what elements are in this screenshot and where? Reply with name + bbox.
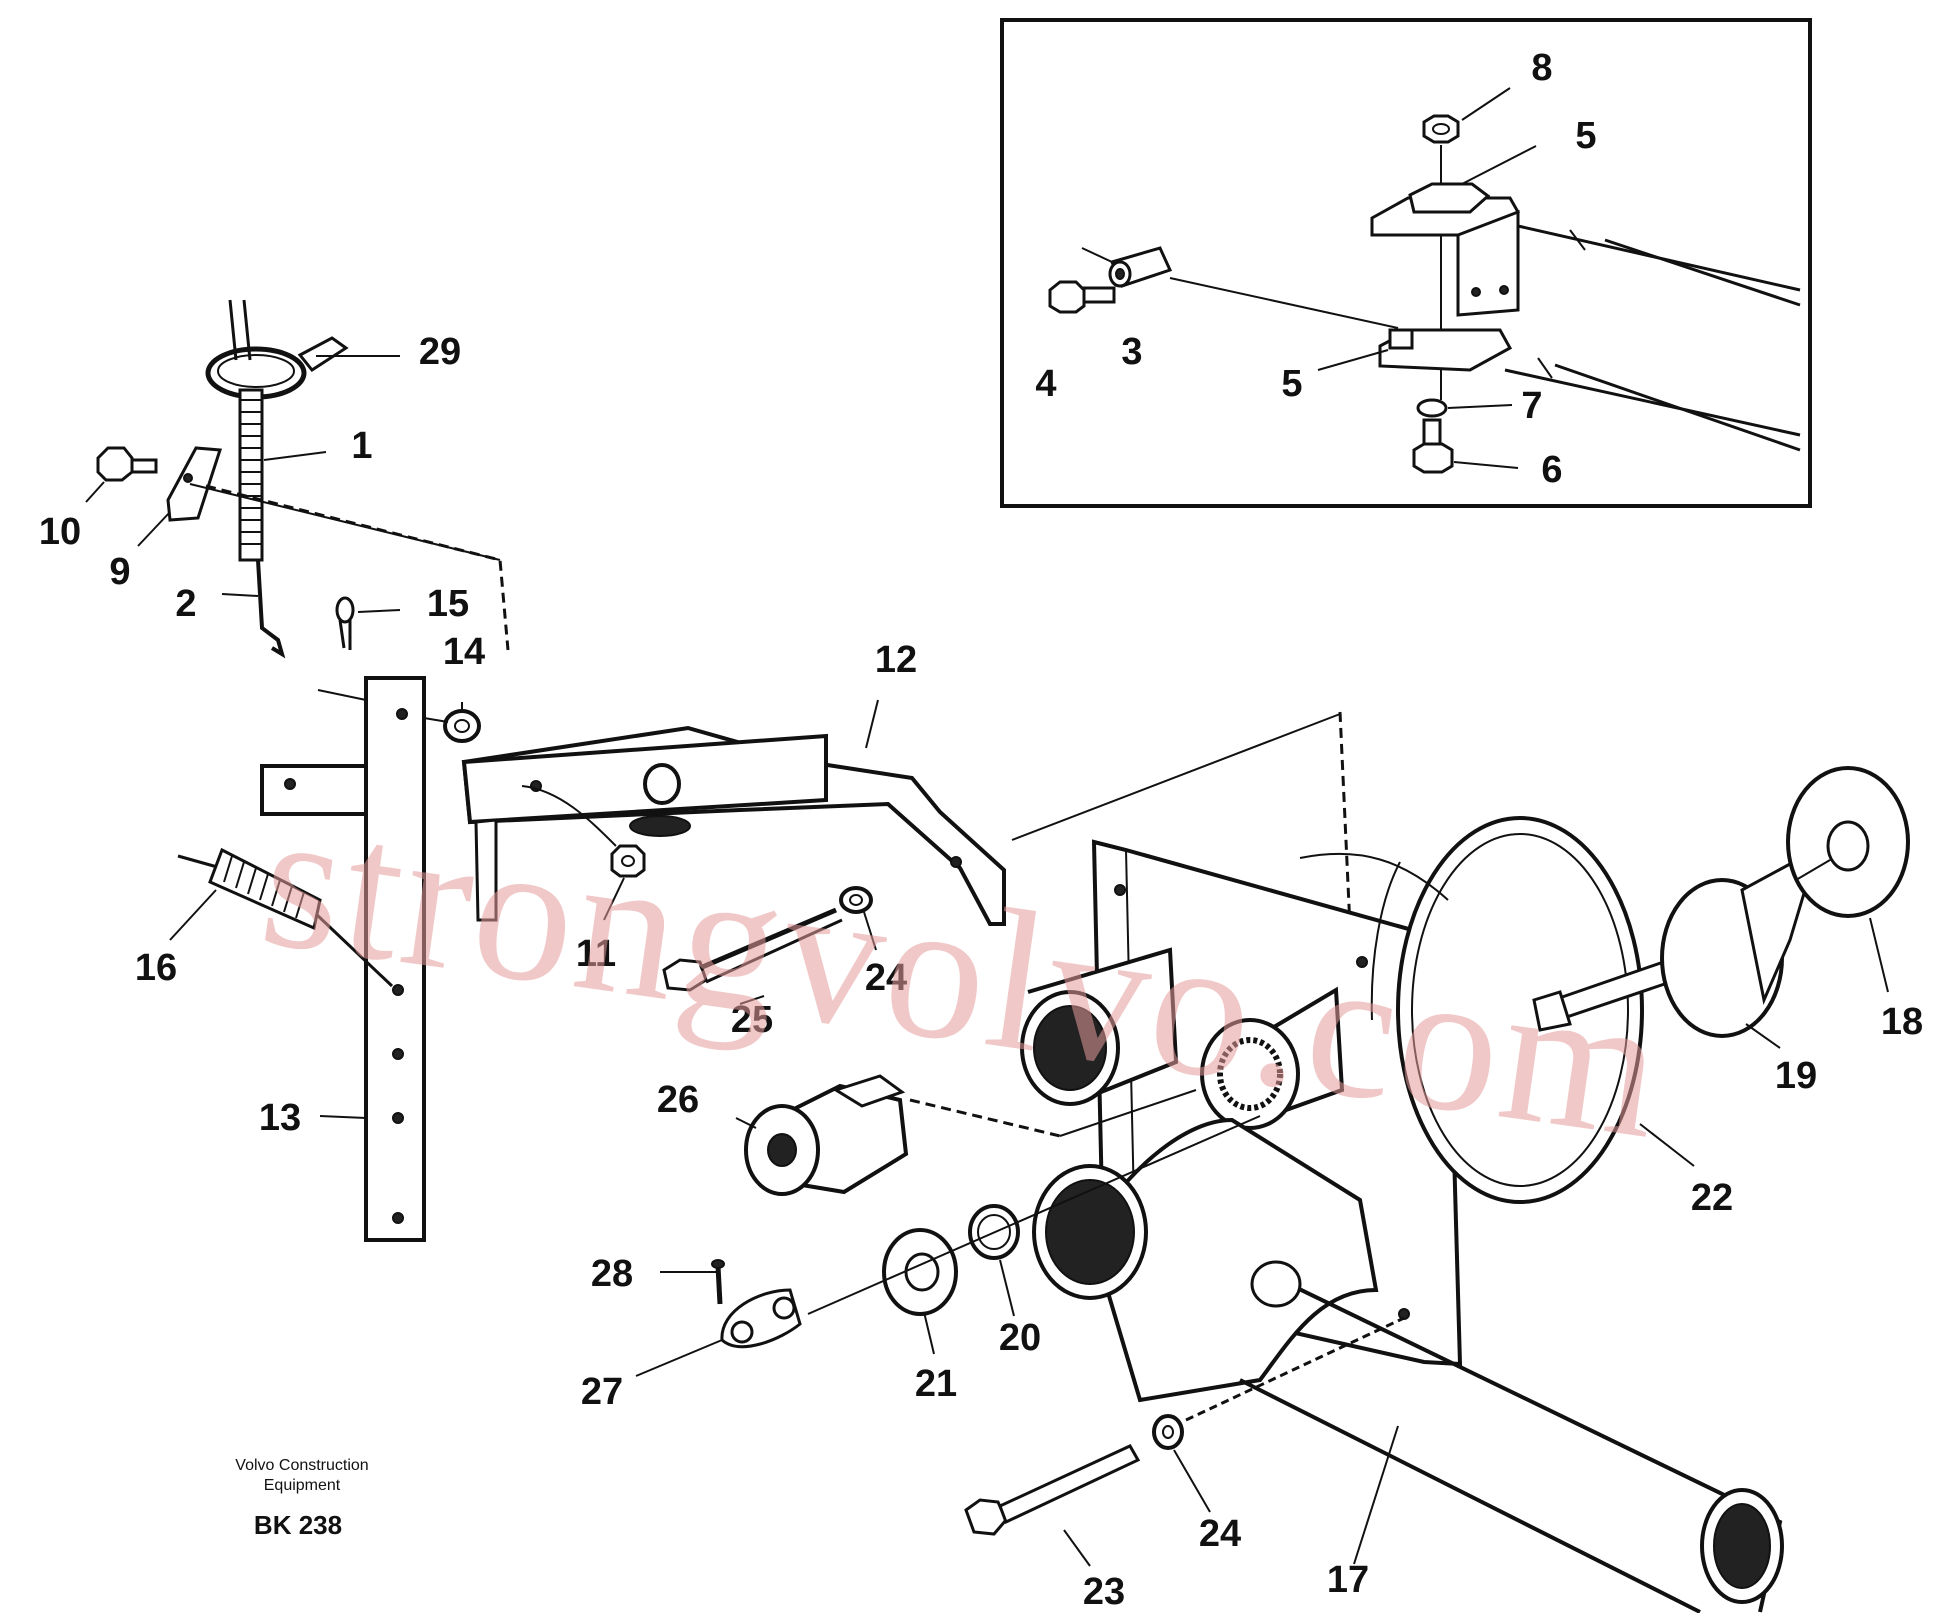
callout-18: 18 (1881, 1001, 1923, 1043)
callout-24-lower: 24 (1199, 1513, 1241, 1555)
callout-12: 12 (875, 639, 917, 681)
part-13-vertical-bar (260, 676, 426, 1242)
part-10-bolt (96, 446, 158, 482)
part-23-bolt (964, 1444, 1141, 1536)
callout-11: 11 (576, 933, 616, 975)
pipe-end-17 (1700, 1488, 1784, 1604)
part-28-pin (711, 1259, 725, 1305)
part-29-clamp (205, 299, 349, 400)
dashed-guide-26 (909, 1098, 1061, 1138)
callout-13: 13 (259, 1097, 301, 1139)
pipe-stub-threaded (1200, 986, 1345, 1130)
callout-3: 3 (1121, 331, 1142, 373)
callout-25: 25 (731, 999, 773, 1041)
part-3-spacer (1108, 246, 1173, 288)
callout-5-lower: 5 (1281, 363, 1302, 405)
callout-8: 8 (1531, 47, 1552, 89)
inset-detail-box (1000, 18, 1812, 508)
callout-23: 23 (1083, 1571, 1125, 1613)
part-7-washer (1416, 398, 1448, 418)
part-5-lower-bracket (1378, 328, 1513, 372)
part-12-lever (461, 725, 1006, 926)
leader-lines (85, 355, 1889, 1567)
part-21-seal (882, 1228, 958, 1316)
watermark-text: strongvolvo.com (250, 766, 1677, 1181)
part-1-cable-spring (238, 388, 264, 562)
pipe-stub-upper-left (1020, 947, 1179, 1106)
callout-19: 19 (1775, 1055, 1817, 1097)
caption-equipment: Equipment (264, 1477, 341, 1494)
callout-6: 6 (1541, 449, 1562, 491)
callout-26: 26 (657, 1079, 699, 1121)
part-22-disc (1370, 816, 1644, 1204)
part-25-bolt (662, 907, 843, 992)
callout-17: 17 (1327, 1559, 1369, 1601)
part-18-washer-disc (1786, 766, 1910, 918)
callout-16: 16 (135, 947, 177, 989)
callout-4: 4 (1035, 363, 1056, 405)
dashed-guide-9 (205, 484, 510, 651)
part-24-washer-lower (1152, 1414, 1184, 1450)
callout-20: 20 (999, 1317, 1041, 1359)
callout-5-upper: 5 (1575, 115, 1596, 157)
callout-21: 21 (915, 1363, 957, 1405)
callout-labels: 8 5 3 4 5 7 6 29 1 10 9 2 15 14 12 16 11… (39, 47, 1923, 1613)
pipe-elbow-lower (1032, 1117, 1783, 1613)
part-26-fitting (744, 1074, 909, 1196)
part-19-shaft-disc (1532, 862, 1810, 1038)
caption-block: Volvo Construction Equipment BK 238 (235, 1457, 368, 1540)
caption-company: Volvo Construction (235, 1457, 368, 1474)
callout-14: 14 (443, 631, 485, 673)
callout-1: 1 (351, 425, 372, 467)
caption-drawing-code: BK 238 (254, 1510, 342, 1540)
callout-22: 22 (1691, 1177, 1733, 1219)
callout-9: 9 (109, 551, 130, 593)
callout-10: 10 (39, 511, 81, 553)
part-15-pin (335, 596, 355, 650)
part-27-chain-link (720, 1288, 802, 1349)
part-5-upper-bracket (1370, 182, 1521, 317)
part-2-rod (256, 559, 286, 659)
callout-24-upper: 24 (865, 957, 907, 999)
callout-29: 29 (419, 331, 461, 373)
callout-27: 27 (581, 1371, 623, 1413)
callout-15: 15 (427, 583, 469, 625)
callout-28: 28 (591, 1253, 633, 1295)
part-16-spring (177, 847, 394, 988)
part-24-washer-upper (839, 886, 873, 914)
part-4-bolt (1048, 280, 1116, 314)
part-6-bolt (1412, 418, 1454, 474)
part-14-washer (443, 709, 481, 743)
part-11-nut (610, 844, 646, 878)
callout-2: 2 (175, 583, 196, 625)
callout-7: 7 (1521, 385, 1542, 427)
part-8-nut (1422, 114, 1460, 144)
